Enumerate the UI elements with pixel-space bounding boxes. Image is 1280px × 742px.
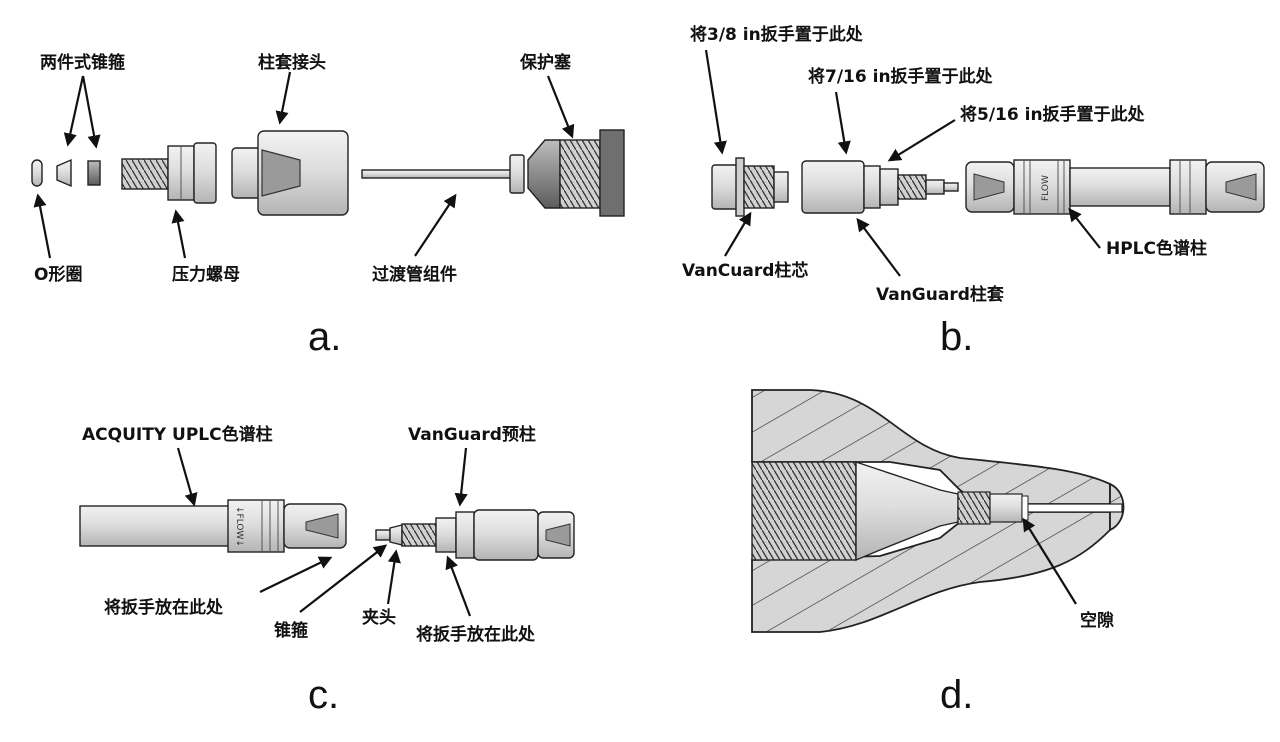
hplc-column-tube [1069,167,1171,207]
panel-a: 两件式锥箍 柱套接头 保护塞 O形圈 压力螺母 过渡管组件 a. [31,52,625,359]
label-vanguard-holder: VanGuard柱套 [876,284,1005,305]
label-wrench-here-right: 将扳手放在此处 [416,624,536,645]
label-vanguard-precolumn: VanGuard预柱 [408,424,536,445]
flow-text-c: ↓FLOW↓ [234,506,244,547]
label-wrench-3-8: 将3/8 in扳手置于此处 [690,24,864,45]
compression-nut-thread [121,158,169,190]
label-ferrule: 锥箍 [274,620,308,641]
label-wrench-7-16: 将7/16 in扳手置于此处 [808,66,994,87]
label-hplc-column: HPLC色谱柱 [1106,238,1207,259]
plug-head [599,129,625,217]
caption-b: b. [940,315,973,359]
transfer-tube [361,169,513,179]
plug-thread [559,139,601,209]
precolumn-collet [375,529,391,541]
panel-b: FLOW 将3/8 in扳手置于此处 将7/16 in扳手置于此处 将5/16 … [682,24,1265,359]
label-o-ring: O形圈 [34,264,82,285]
precolumn-hex [435,517,457,553]
label-transfer-tube: 过渡管组件 [372,264,457,285]
ferrule-back [87,160,101,186]
caption-c: c. [308,673,339,717]
flow-text-b: FLOW [1041,175,1051,201]
caption-a: a. [308,315,341,359]
label-wrench-5-16: 将5/16 in扳手置于此处 [960,104,1146,125]
label-void: 空隙 [1080,610,1114,631]
o-ring [31,159,43,187]
panel-c: ↓FLOW↓ ACQUITY UPLC色谱柱 VanGuard预柱 将扳手放在此… [79,424,575,717]
caption-d: d. [940,673,973,717]
tube-tip [989,493,1023,523]
label-vanguard-cartridge: VanCuard柱芯 [682,260,808,281]
panel-d: 空隙 d. [751,389,1125,717]
vanguard-holder-body [801,160,865,214]
label-collet: 夹头 [362,607,396,628]
void-gap [1021,495,1029,521]
label-plug: 保护塞 [519,52,572,73]
tube-knurl [957,491,991,525]
label-wrench-here-left: 将扳手放在此处 [104,597,224,618]
label-acquity-column: ACQUITY UPLC色谱柱 [82,424,273,445]
column-end-fitting-body [257,130,349,216]
plug-cone [527,139,561,209]
acquity-column-tube [79,505,231,547]
label-compression-nut: 压力螺母 [172,264,240,285]
ferrule-front [56,158,72,188]
fluid-channel [1021,503,1123,513]
label-two-piece-ferrule: 两件式锥箍 [40,52,125,73]
precolumn-ferrule [389,524,403,546]
nut-thread [751,461,857,561]
precolumn-body [473,509,539,561]
label-column-end-fitting: 柱套接头 [258,52,326,73]
